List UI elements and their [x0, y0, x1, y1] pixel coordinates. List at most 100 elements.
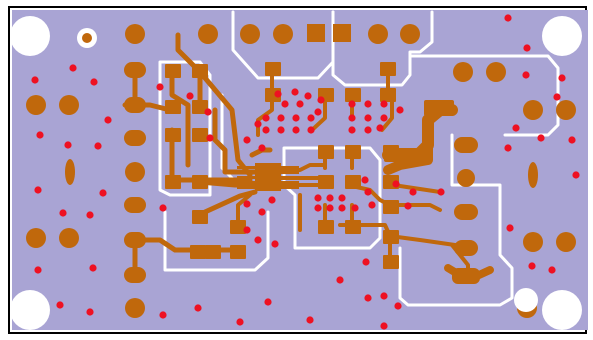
via-85: [504, 144, 512, 152]
copper-trace-8: [197, 179, 258, 188]
oval-pad-l2: [124, 97, 146, 113]
via-21: [243, 136, 251, 144]
smd-pad-3: [165, 100, 181, 114]
mounting-hole-4: [542, 290, 582, 330]
through-hole-pad-1: [125, 24, 145, 44]
oval-pad-l6: [124, 267, 146, 283]
via-64: [409, 188, 417, 196]
via-58: [314, 194, 322, 202]
via-89: [506, 224, 514, 232]
via-28: [271, 240, 279, 248]
via-22: [254, 120, 262, 128]
via-43: [314, 108, 322, 116]
through-hole-pad-15: [523, 232, 543, 252]
through-hole-pad-10: [59, 228, 79, 248]
clearance-mid-left: [220, 93, 234, 180]
via-27: [243, 226, 251, 234]
via-75: [364, 294, 372, 302]
via-7: [104, 116, 112, 124]
via-15: [86, 308, 94, 316]
via-80: [523, 44, 531, 52]
via-30: [291, 88, 299, 96]
smd-pad-23: [345, 175, 361, 189]
clearance-bottom-left: [163, 210, 270, 272]
oval-pad-r3: [454, 204, 478, 220]
smd-pad-9: [192, 210, 208, 224]
through-hole-pad-14: [556, 100, 576, 120]
mounting-hole-layer: [10, 16, 582, 330]
via-18: [186, 92, 194, 100]
via-13: [89, 264, 97, 272]
mounting-hole-1: [10, 16, 50, 56]
via-57: [351, 204, 359, 212]
smd-pad-20: [318, 145, 334, 159]
via-61: [314, 204, 322, 212]
through-hole-pad-17: [125, 298, 145, 318]
via-67: [392, 180, 400, 188]
pad-layer: [26, 24, 576, 318]
through-hole-pad-6: [400, 24, 420, 44]
via-55: [364, 188, 372, 196]
through-hole-pad-2: [198, 24, 218, 44]
through-hole-pad-13: [523, 100, 543, 120]
via-77: [380, 322, 388, 330]
via-78: [394, 302, 402, 310]
via-3: [90, 78, 98, 86]
via-71: [264, 298, 272, 306]
via-84: [512, 124, 520, 132]
via-93: [254, 236, 262, 244]
square-pad-2: [333, 24, 351, 42]
via-69: [194, 304, 202, 312]
copper-trace-7: [212, 107, 258, 175]
via-36: [292, 114, 300, 122]
smd-pad-18: [380, 62, 396, 76]
via-34: [262, 114, 270, 122]
via-73: [336, 276, 344, 284]
via-24: [243, 200, 251, 208]
through-hole-pad-11: [453, 62, 473, 82]
via-83: [553, 93, 561, 101]
smd-pad-30: [383, 255, 399, 269]
ic-body-pad: [255, 163, 281, 191]
through-hole-pad-9: [26, 228, 46, 248]
smd-pad-10: [230, 220, 246, 234]
via-48: [348, 114, 356, 122]
via-23: [258, 144, 266, 152]
oval-pad-r1: [454, 137, 478, 153]
via-47: [396, 106, 404, 114]
through-hole-pad-8: [59, 95, 79, 115]
via-26: [268, 196, 276, 204]
ic-lead-left-3: [237, 176, 255, 179]
smd-pad-29: [383, 230, 399, 244]
via-35: [277, 114, 285, 122]
mounting-hole-2: [542, 16, 582, 56]
via-65: [437, 188, 445, 196]
wide-pad-3: [452, 268, 480, 284]
via-79: [504, 14, 512, 22]
smd-pad-7: [165, 175, 181, 189]
ic-lead-left-1: [237, 166, 255, 169]
via-12: [34, 266, 42, 274]
via-6: [94, 142, 102, 150]
smd-pad-25: [345, 220, 361, 234]
via-53: [376, 124, 384, 132]
ic-lead-left-2: [237, 171, 255, 174]
clearance-left-block: [158, 60, 212, 197]
oval-pad-l4: [124, 197, 146, 213]
oval-pad-r2: [457, 169, 475, 187]
via-20: [206, 134, 214, 142]
copper-trace-24: [388, 203, 442, 212]
copper-trace-5: [169, 69, 191, 168]
smd-pad-24: [318, 220, 334, 234]
ic-lead-right-5: [281, 186, 299, 189]
copper-trace-1: [175, 32, 253, 178]
oval-pad-l3: [124, 130, 146, 146]
via-9: [59, 209, 67, 217]
smd-pad-8: [192, 175, 208, 189]
via-74: [362, 258, 370, 266]
via-layer: [31, 14, 580, 330]
via-17: [156, 83, 164, 91]
via-45: [364, 100, 372, 108]
